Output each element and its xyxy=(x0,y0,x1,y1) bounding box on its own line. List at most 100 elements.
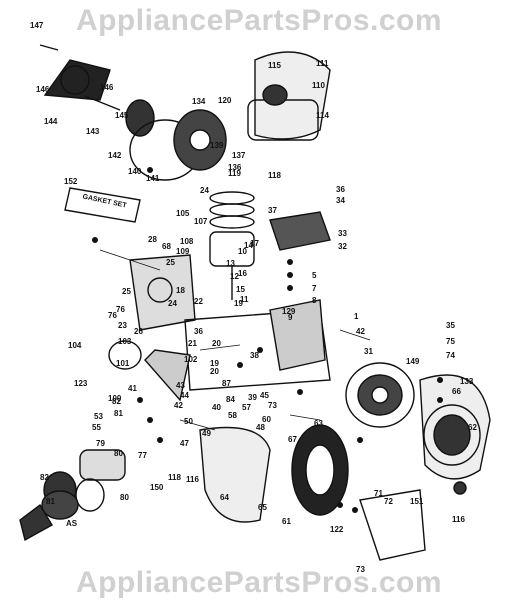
part-number-label: 137 xyxy=(232,151,246,160)
drain-plug-area xyxy=(19,490,79,542)
part-number-label: 24 xyxy=(200,186,209,195)
part-number-label: 60 xyxy=(262,415,271,424)
part-number-label: 24 xyxy=(168,299,177,308)
part-number-label: 61 xyxy=(282,517,291,526)
part-number-label: 107 xyxy=(194,217,208,226)
part-number-label: 28 xyxy=(148,235,157,244)
part-number-label: 114 xyxy=(316,111,329,120)
part-number-label: 134 xyxy=(192,97,206,106)
part-number-label: 74 xyxy=(446,351,455,360)
part-number-label: 81 xyxy=(114,409,123,418)
part-number-label: 72 xyxy=(384,497,393,506)
gasket-set-box xyxy=(64,187,141,223)
part-number-label: 1 xyxy=(354,312,359,321)
part-number-label: 133 xyxy=(460,377,474,386)
part-number-label: 140 xyxy=(128,167,142,176)
part-number-label: 129 xyxy=(282,307,296,316)
part-number-label: 21 xyxy=(188,339,197,348)
part-number-label: 149 xyxy=(406,357,420,366)
part-number-label: 19 xyxy=(210,359,219,368)
part-number-label: 152 xyxy=(64,177,78,186)
part-number-label: 11 xyxy=(240,295,249,304)
part-number-label: 119 xyxy=(228,169,241,178)
part-number-label: 45 xyxy=(260,391,269,400)
part-number-label: 62 xyxy=(468,423,477,432)
part-number-label: 115 xyxy=(268,61,281,70)
part-number-label: 58 xyxy=(228,411,237,420)
piston-rings xyxy=(209,191,255,300)
fastener-dot xyxy=(237,362,243,368)
part-number-label: 20 xyxy=(212,339,221,348)
part-number-label: 146 xyxy=(36,85,50,94)
part-number-label: 110 xyxy=(312,81,325,90)
fastener-dot xyxy=(92,237,98,243)
part-number-label: 13 xyxy=(226,259,235,268)
fastener-dot xyxy=(287,272,293,278)
fastener-dot xyxy=(257,347,263,353)
part-number-label: 82 xyxy=(40,473,49,482)
part-number-label: 63 xyxy=(314,419,323,428)
part-number-label: 67 xyxy=(288,435,297,444)
part-number-label: 41 xyxy=(128,384,137,393)
part-number-label: 122 xyxy=(330,525,344,534)
part-number-label: 105 xyxy=(176,209,190,218)
fastener-dot xyxy=(157,437,163,443)
part-number-label: 108 xyxy=(180,237,194,246)
part-number-label: 116 xyxy=(186,475,199,484)
part-number-label: 10 xyxy=(238,247,247,256)
part-number-label: 25 xyxy=(166,258,175,267)
part-number-label: 26 xyxy=(134,327,143,336)
part-number-label: 111 xyxy=(316,59,329,68)
part-number-label: 57 xyxy=(242,403,251,412)
part-number-label: 53 xyxy=(94,412,103,421)
part-number-label: 100 xyxy=(108,394,122,403)
part-number-label: 16 xyxy=(238,269,247,278)
part-number-label: 84 xyxy=(226,395,235,404)
part-number-label: 87 xyxy=(222,379,231,388)
part-number-label: 38 xyxy=(250,351,259,360)
fastener-dot xyxy=(437,397,443,403)
part-number-label: 141 xyxy=(146,174,160,183)
part-number-label: 76 xyxy=(108,311,117,320)
part-number-label: AS xyxy=(66,519,78,528)
part-number-label: 18 xyxy=(176,286,185,295)
part-number-label: 77 xyxy=(138,451,147,460)
part-number-label: 151 xyxy=(410,497,424,506)
part-number-label: 68 xyxy=(162,242,171,251)
part-number-label: 25 xyxy=(122,287,131,296)
part-number-label: 42 xyxy=(174,401,183,410)
part-number-label: 79 xyxy=(96,439,105,448)
part-number-label: 19 xyxy=(234,299,243,308)
part-number-label: 136 xyxy=(228,163,242,172)
part-number-label: 118 xyxy=(268,171,281,180)
part-number-label: 123 xyxy=(74,379,88,388)
fastener-dot xyxy=(337,502,343,508)
part-number-label: 146 xyxy=(100,83,114,92)
part-number-label: 55 xyxy=(92,423,101,432)
starter-parts xyxy=(39,44,201,181)
part-number-label: 40 xyxy=(212,403,221,412)
part-number-label: 42 xyxy=(356,327,365,336)
base-shroud xyxy=(199,424,349,523)
part-number-label: 142 xyxy=(108,151,122,160)
part-number-label: 147 xyxy=(30,21,44,30)
part-number-label: 34 xyxy=(336,196,345,205)
part-number-label: 120 xyxy=(218,96,232,105)
part-number-label: 80 xyxy=(114,449,123,458)
fuel-tank xyxy=(247,51,331,141)
part-number-label: 36 xyxy=(194,327,203,336)
part-number-label: 145 xyxy=(115,111,129,120)
part-number-label: 35 xyxy=(446,321,455,330)
part-number-label: 44 xyxy=(180,391,189,400)
part-number-label: 66 xyxy=(452,387,461,396)
part-number-label: 139 xyxy=(210,141,224,150)
fastener-dot xyxy=(437,377,443,383)
watermark-top: AppliancePartsPros.com xyxy=(75,4,443,37)
fastener-dot xyxy=(297,389,303,395)
part-number-label: 47 xyxy=(180,439,189,448)
part-number-label: 82 xyxy=(112,397,121,406)
part-number-label: 71 xyxy=(374,489,383,498)
part-number-label: 32 xyxy=(338,242,347,251)
fastener-dot xyxy=(287,259,293,265)
